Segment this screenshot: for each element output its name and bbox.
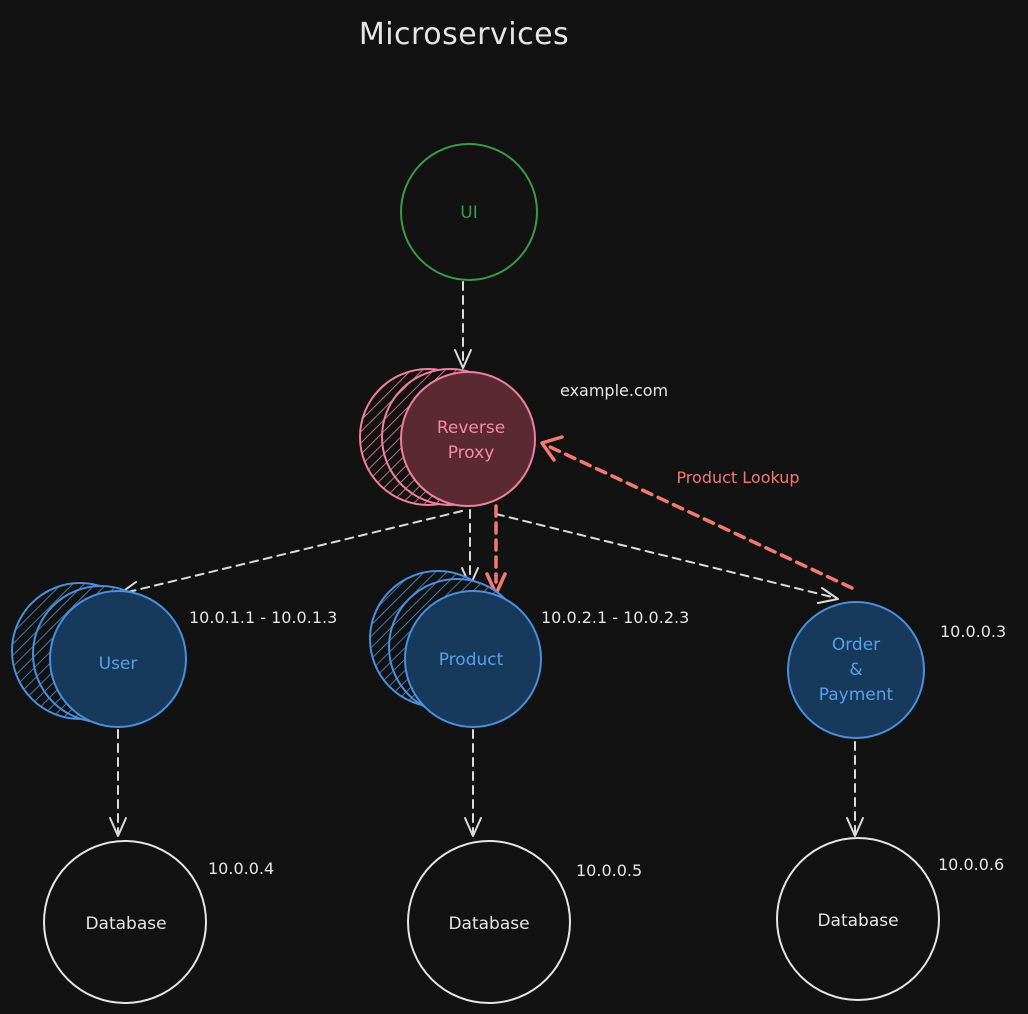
node-user[interactable]: User	[11, 582, 187, 728]
node-order-label-line1: Order	[832, 635, 880, 655]
edge-proxy-to-order	[495, 513, 837, 599]
node-proxy-host: example.com	[560, 381, 668, 400]
node-db-order-label: Database	[817, 911, 898, 931]
arrowhead-product-db	[464, 817, 482, 837]
edges	[117, 281, 856, 835]
edge-order-to-proxy-highlight	[546, 444, 854, 590]
edge-proxy-to-user	[119, 510, 463, 595]
edge-arrowheads	[109, 349, 864, 837]
arrowhead-user-db	[109, 817, 127, 837]
diagram-title: Microservices	[359, 17, 569, 52]
node-user-label: User	[99, 654, 138, 674]
node-ui[interactable]: UI	[400, 143, 538, 281]
arrowhead-proxy-highlight	[540, 435, 564, 462]
node-db-user-ip: 10.0.0.4	[208, 859, 274, 878]
node-product-circle	[404, 590, 542, 728]
node-product[interactable]: Product	[369, 570, 542, 728]
highlight-edges	[494, 444, 854, 590]
node-db-product-label: Database	[448, 914, 529, 934]
node-db-product-ip: 10.0.0.5	[576, 861, 642, 880]
node-product-label: Product	[439, 650, 504, 670]
node-proxy-circle	[400, 371, 536, 507]
node-order-ip: 10.0.0.3	[940, 622, 1006, 641]
node-proxy-label-line1: Reverse	[437, 418, 505, 438]
node-db-user[interactable]: Database	[43, 840, 207, 1004]
node-db-order-ip: 10.0.0.6	[938, 855, 1004, 874]
node-ui-circle	[400, 143, 538, 281]
node-order-label-line2: &	[849, 660, 862, 680]
node-user-circle	[49, 590, 187, 728]
node-order-label-line3: Payment	[819, 685, 894, 705]
arrowhead-ui-proxy	[454, 349, 472, 369]
node-db-product-circle	[407, 840, 571, 1004]
node-db-user-circle	[43, 840, 207, 1004]
node-db-order[interactable]: Database	[776, 837, 940, 1001]
arrowhead-proxy-order	[817, 587, 839, 604]
node-order-circle	[787, 601, 925, 739]
node-db-user-label: Database	[85, 914, 166, 934]
node-order[interactable]: Order & Payment	[787, 601, 925, 739]
node-user-ip: 10.0.1.1 - 10.0.1.3	[189, 608, 337, 627]
node-db-product[interactable]: Database	[407, 840, 571, 1004]
edge-label-product-lookup: Product Lookup	[676, 468, 799, 487]
node-proxy[interactable]: Reverse Proxy	[359, 368, 536, 507]
node-product-ip: 10.0.2.1 - 10.0.2.3	[541, 608, 689, 627]
arrowhead-order-db	[846, 817, 864, 837]
node-ui-label: UI	[460, 203, 477, 223]
node-proxy-label-line2: Proxy	[448, 443, 495, 463]
node-db-order-circle	[776, 837, 940, 1001]
